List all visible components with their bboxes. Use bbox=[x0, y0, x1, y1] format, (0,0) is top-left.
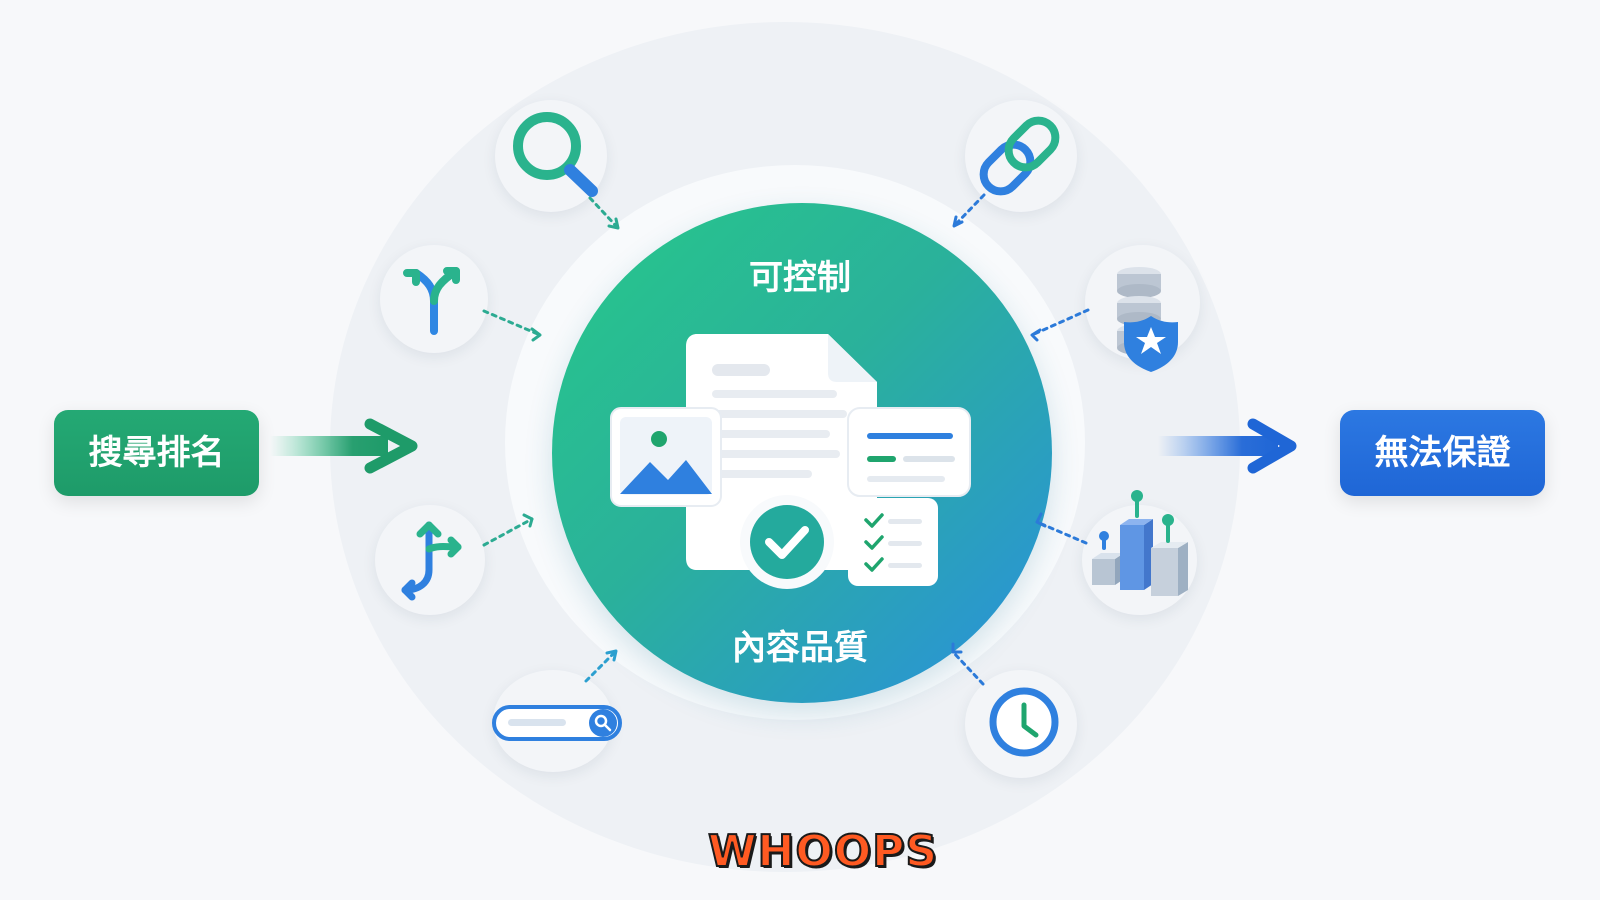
not-guaranteed-label: 無法保證 bbox=[1340, 410, 1545, 496]
icon-bubble-search-bar bbox=[493, 670, 613, 772]
icon-bubble-database bbox=[1085, 245, 1200, 360]
controllable-label: 可控制 bbox=[749, 258, 851, 298]
icon-bubble-branch bbox=[380, 245, 488, 353]
icon-bubble-magnifier bbox=[495, 100, 607, 212]
content-quality-label: 內容品質 bbox=[732, 628, 868, 668]
whoops-watermark: WHOOPS bbox=[707, 825, 939, 878]
icon-bubble-chart bbox=[1082, 505, 1197, 615]
icon-bubble-crossroads bbox=[375, 505, 485, 615]
ranking-label: 搜尋排名 bbox=[54, 410, 259, 496]
icon-bubble-link bbox=[965, 100, 1077, 212]
icon-bubble-clock bbox=[965, 670, 1077, 778]
